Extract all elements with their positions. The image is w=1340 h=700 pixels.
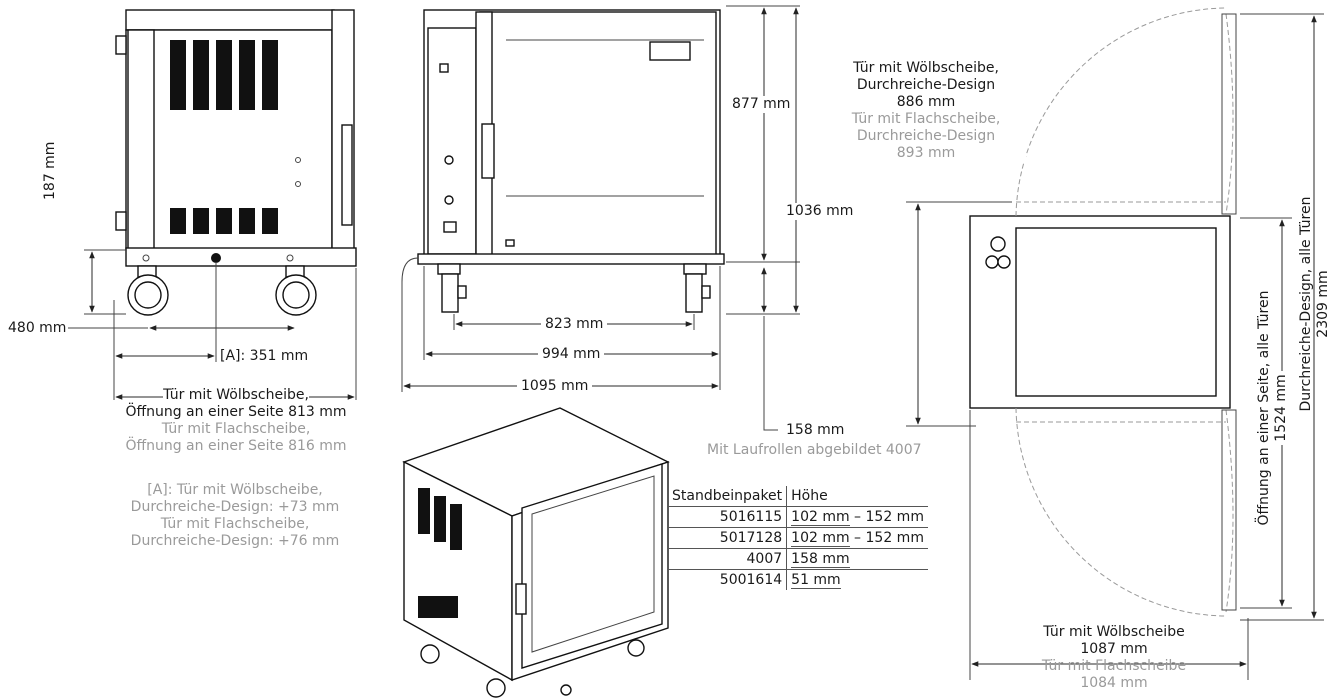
- legs-table-row: 5017128 102 mm – 152 mm: [668, 527, 928, 549]
- dim-top-2309: 2309 mm: [1315, 267, 1332, 341]
- legs-table-height-cell: 158 mm: [786, 548, 928, 570]
- passthrough-grey-3: 893 mm: [896, 145, 956, 161]
- legs-table-height-cell: 51 mm: [786, 569, 928, 590]
- passthrough-grey-1: Tür mit Flachscheibe,: [851, 111, 1001, 127]
- legs-table-package: 5001614: [668, 569, 788, 590]
- legs-table-height: 51 mm: [791, 572, 841, 589]
- legs-table-row: 5016115 102 mm – 152 mm: [668, 506, 928, 528]
- note-a-3: Tür mit Flachscheibe,: [160, 516, 310, 532]
- dim-front-877: 877 mm: [732, 96, 791, 113]
- dim-front-1095: 1095 mm: [517, 378, 593, 395]
- legs-table-range: – 152 mm: [849, 509, 924, 525]
- dim-front-1036: 1036 mm: [786, 203, 854, 220]
- front-casters-note: Mit Laufrollen abgebildet 4007: [707, 442, 922, 459]
- door-left-grey-1: Tür mit Flachscheibe,: [161, 421, 311, 437]
- legs-table-package: 5016115: [668, 506, 788, 528]
- top-view: [906, 7, 1324, 680]
- top-bottom-grey-1: Tür mit Flachscheibe: [1041, 658, 1187, 674]
- dim-side-a351: [A]: 351 mm: [220, 348, 309, 365]
- front-leg-right: [683, 263, 711, 313]
- legs-table-height-cell: 102 mm – 152 mm: [786, 527, 928, 549]
- passthrough-dark-3: 886 mm: [896, 94, 956, 110]
- front-view: [401, 5, 800, 431]
- side-vent-bottom: [170, 208, 278, 234]
- dim-side-480: 480 mm: [8, 320, 67, 337]
- vertical-right-label: Durchreiche-Design, alle Türen 2309 mm: [1298, 4, 1332, 604]
- front-leg-left: [437, 263, 467, 313]
- top-bottom-grey-2: 1084 mm: [1080, 675, 1148, 691]
- legs-table-package: 4007: [668, 548, 788, 570]
- legs-table-height-cell: 102 mm – 152 mm: [786, 506, 928, 528]
- dim-top-1524: 1524 mm: [1273, 371, 1290, 445]
- top-bottom-note: Tür mit Wölbscheibe 1087 mm Tür mit Flac…: [1014, 624, 1214, 692]
- iso-casters: [420, 639, 645, 698]
- legs-table-height: 158 mm: [791, 551, 850, 568]
- passthrough-note: Tür mit Wölbscheibe, Durchreiche-Design …: [826, 60, 1026, 162]
- dim-front-158: 158 mm: [786, 422, 845, 439]
- note-a-4: Durchreiche-Design: +76 mm: [130, 533, 340, 549]
- legs-table-row: 4007 158 mm: [668, 548, 928, 570]
- note-a-2: Durchreiche-Design: +73 mm: [130, 499, 340, 515]
- legs-table-range: – 152 mm: [849, 530, 924, 546]
- door-left-grey-2: Öffnung an einer Seite 816 mm: [125, 438, 347, 454]
- side-view: [68, 9, 357, 400]
- legs-table: Standbeinpaket Höhe 5016115 102 mm – 152…: [668, 486, 928, 590]
- side-vent-top: [170, 40, 278, 110]
- top-bottom-dark-2: 1087 mm: [1076, 641, 1152, 658]
- legs-table-row: 5001614 51 mm: [668, 569, 928, 590]
- side-caster-left: [127, 265, 169, 316]
- dim-side-187: 187 mm: [42, 141, 58, 200]
- door-left-note: Tür mit Wölbscheibe, Öffnung an einer Se…: [96, 387, 376, 455]
- passthrough-dark-1: Tür mit Wölbscheibe,: [853, 60, 999, 76]
- side-caster-right: [275, 265, 317, 316]
- note-a: [A]: Tür mit Wölbscheibe, Durchreiche-De…: [98, 482, 372, 550]
- legs-table-package: 5017128: [668, 527, 788, 549]
- isometric-view: [402, 407, 670, 698]
- vertical-left-text: Öffnung an einer Seite, alle Türen: [1256, 290, 1272, 526]
- legs-table-header-height: Höhe: [791, 488, 828, 504]
- legs-table-header: Standbeinpaket Höhe: [668, 486, 928, 507]
- door-left-dark-2: Öffnung an einer Seite 813 mm: [125, 404, 347, 420]
- vertical-left-label: Öffnung an einer Seite, alle Türen 1524 …: [1256, 216, 1290, 600]
- passthrough-grey-2: Durchreiche-Design: [856, 128, 996, 144]
- legs-table-height: 102 mm: [791, 509, 850, 526]
- dim-front-994: 994 mm: [538, 346, 605, 363]
- vertical-right-text: Durchreiche-Design, alle Türen: [1298, 196, 1314, 412]
- door-left-dark-1: Tür mit Wölbscheibe,: [163, 387, 309, 404]
- legs-table-height: 102 mm: [791, 530, 850, 547]
- passthrough-dark-2: Durchreiche-Design: [856, 77, 996, 93]
- dim-front-823: 823 mm: [541, 316, 608, 333]
- top-bottom-dark-1: Tür mit Wölbscheibe: [1043, 624, 1185, 640]
- note-a-1: [A]: Tür mit Wölbscheibe,: [147, 482, 323, 498]
- legs-table-header-package: Standbeinpaket: [668, 486, 788, 507]
